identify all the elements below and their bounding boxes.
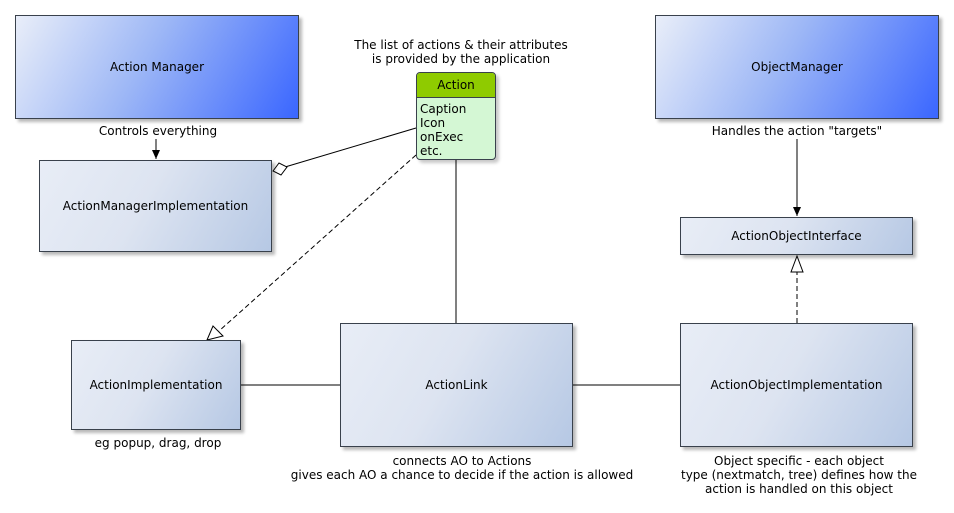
action-implementation-box: ActionImplementation: [71, 340, 241, 430]
controls-note: Controls everything: [58, 124, 258, 138]
note-line: type (nextmatch, tree) defines how the: [681, 468, 917, 482]
action-object-interface-box: ActionObjectInterface: [680, 217, 913, 255]
note-line: Object specific - each object: [714, 454, 884, 468]
connects-note: connects AO to Actions gives each AO a c…: [276, 454, 648, 482]
action-link-label: ActionLink: [425, 378, 488, 392]
object-specific-note: Object specific - each object type (next…: [672, 454, 926, 496]
action-class-box: Action Caption Icon onExec etc.: [416, 72, 496, 160]
action-object-implementation-box: ActionObjectImplementation: [680, 323, 913, 447]
action-implementation-label: ActionImplementation: [89, 378, 223, 392]
aggregation-diamond: [272, 162, 288, 176]
note-line: gives each AO a chance to decide if the …: [290, 468, 634, 482]
actions-list-note: The list of actions & their attributes i…: [341, 38, 581, 66]
controls-note-text: Controls everything: [98, 124, 218, 138]
action-attribute: etc.: [420, 144, 443, 158]
eg-note-text: eg popup, drag, drop: [94, 436, 222, 450]
action-link-box: ActionLink: [340, 323, 573, 447]
edge-action-realization: [218, 154, 417, 332]
action-object-implementation-label: ActionObjectImplementation: [710, 378, 883, 392]
handles-note: Handles the action "targets": [687, 124, 907, 138]
edge-action-aggregation: [284, 127, 417, 168]
action-class-attributes: Caption Icon onExec etc.: [417, 98, 495, 159]
object-manager-label: ObjectManager: [751, 60, 843, 74]
action-attribute: Caption: [420, 102, 467, 116]
action-attribute: Icon: [420, 116, 446, 130]
action-manager-label: Action Manager: [110, 60, 204, 74]
eg-note: eg popup, drag, drop: [58, 436, 258, 450]
action-manager-implementation-box: ActionManagerImplementation: [39, 160, 272, 252]
action-manager-box: Action Manager: [15, 15, 299, 119]
note-line: action is handled on this object: [705, 482, 893, 496]
action-attribute: onExec: [420, 130, 464, 144]
realization-triangle-left: [206, 325, 224, 341]
object-manager-box: ObjectManager: [655, 15, 939, 119]
action-class-header: Action: [417, 73, 495, 98]
handles-note-text: Handles the action "targets": [711, 124, 883, 138]
note-line: is provided by the application: [371, 52, 551, 66]
realization-triangle-right: [790, 254, 804, 273]
action-class-title: Action: [437, 78, 475, 92]
action-object-interface-label: ActionObjectInterface: [731, 229, 862, 243]
note-line: connects AO to Actions: [392, 454, 532, 468]
note-line: The list of actions & their attributes: [354, 38, 568, 52]
action-manager-implementation-label: ActionManagerImplementation: [62, 199, 249, 213]
